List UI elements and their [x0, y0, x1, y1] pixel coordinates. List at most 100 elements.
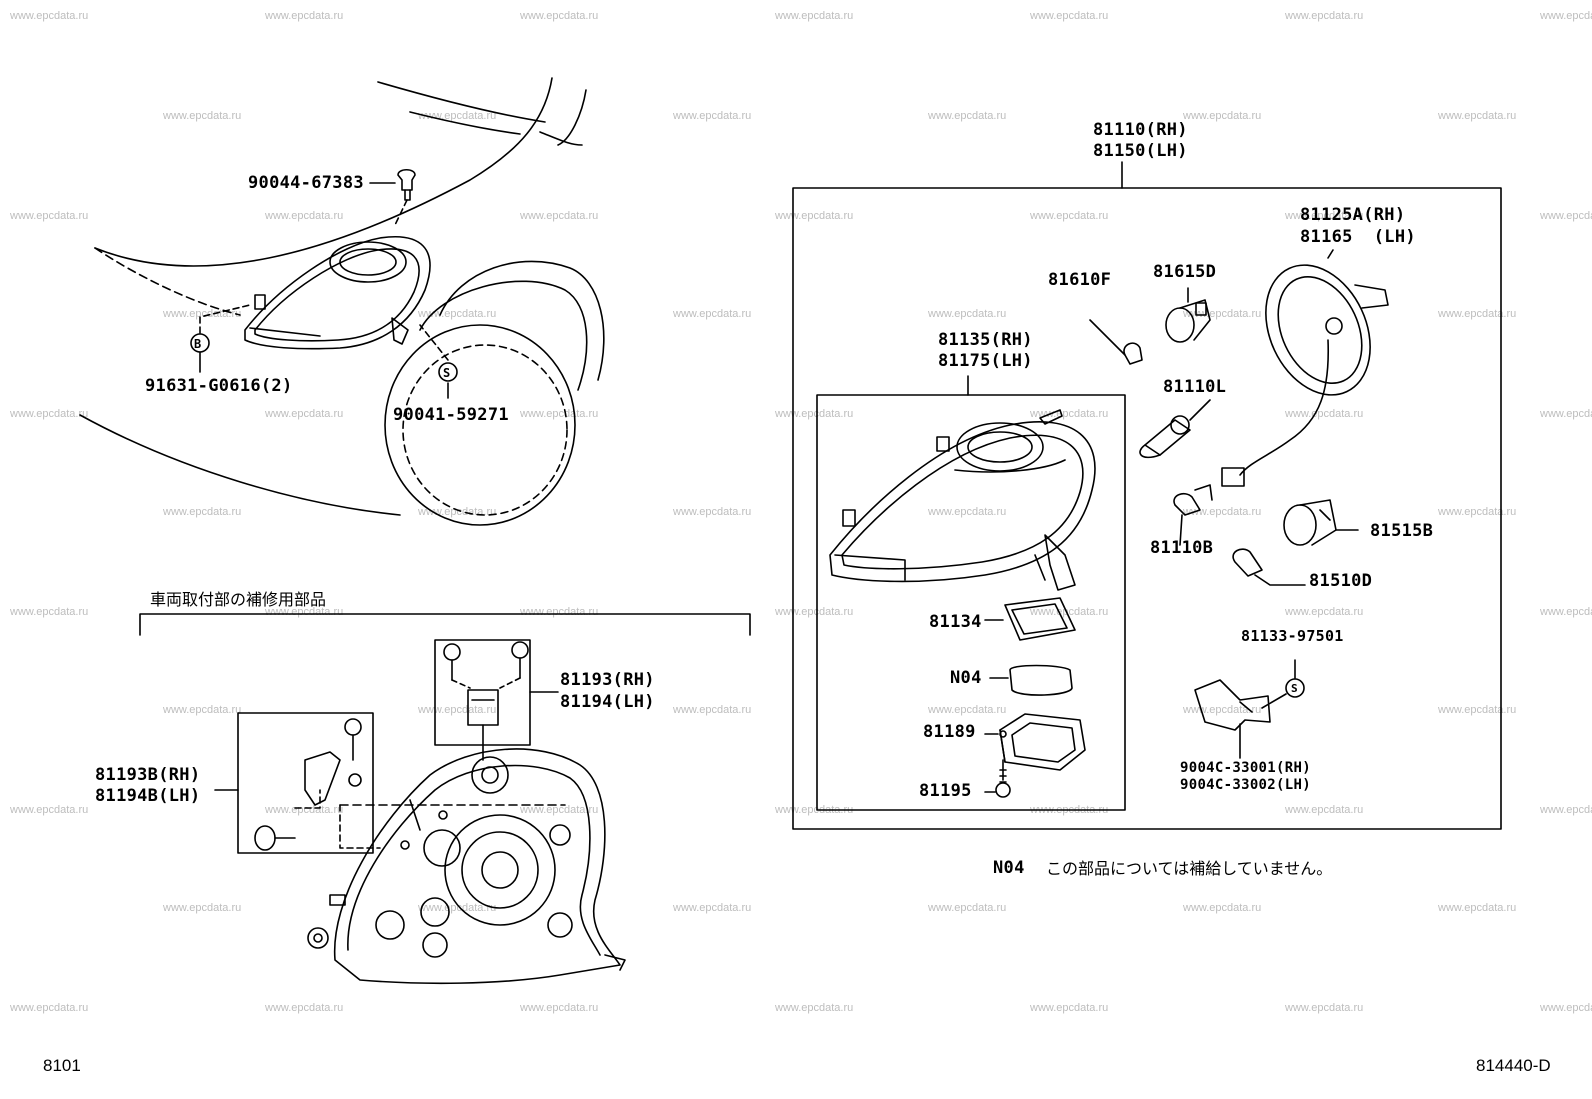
label-91631-g0616: 91631-G0616(2): [145, 376, 293, 396]
headlamp-assembly-box: [792, 161, 1502, 830]
watermark-text: www.epcdata.ru: [673, 110, 752, 122]
watermark-text: www.epcdata.ru: [265, 804, 344, 816]
label-81125a-rh: 81125A(RH): [1300, 205, 1406, 225]
label-9004c-33002-lh: 9004C-33002(LH): [1180, 777, 1311, 793]
page-number-left: 8101: [43, 1056, 81, 1075]
symbol-b: B: [194, 337, 202, 351]
watermark-text: www.epcdata.ru: [1030, 408, 1109, 420]
label-81189: 81189: [923, 722, 976, 742]
watermark-text: www.epcdata.ru: [10, 10, 89, 22]
page-number-right: 814440-D: [1476, 1056, 1551, 1075]
label-81193b-rh: 81193B(RH): [95, 765, 201, 785]
watermark-text: www.epcdata.ru: [673, 704, 752, 716]
label-81193-rh: 81193(RH): [560, 670, 655, 690]
label-81610f: 81610F: [1048, 270, 1112, 290]
watermark-text: www.epcdata.ru: [1285, 1002, 1364, 1014]
watermark-text: www.epcdata.ru: [10, 408, 89, 420]
label-81110-rh: 81110(RH): [1093, 120, 1188, 140]
label-81194b-lh: 81194B(LH): [95, 786, 201, 806]
watermark-text: www.epcdata.ru: [418, 704, 497, 716]
label-90044-67383: 90044-67383: [248, 173, 364, 193]
watermark-text: www.epcdata.ru: [928, 110, 1007, 122]
watermark-text: www.epcdata.ru: [673, 308, 752, 320]
label-90041-59271: 90041-59271: [393, 405, 509, 425]
watermark-text: www.epcdata.ru: [520, 210, 599, 222]
watermark-text: www.epcdata.ru: [10, 606, 89, 618]
bracket-repair-title: 車両取付部の補修用部品: [150, 590, 327, 609]
symbol-s-bracket: S: [1291, 682, 1298, 695]
note-code: N04: [993, 858, 1025, 878]
watermark-text: www.epcdata.ru: [1540, 606, 1592, 618]
watermark-text: www.epcdata.ru: [10, 804, 89, 816]
watermark-text: www.epcdata.ru: [1183, 902, 1262, 914]
watermark-text: www.epcdata.ru: [1030, 10, 1109, 22]
label-81110b: 81110B: [1150, 538, 1214, 558]
watermark-text: www.epcdata.ru: [1183, 506, 1262, 518]
label-81165-lh: 81165 (LH): [1300, 227, 1416, 247]
watermark-text: www.epcdata.ru: [775, 408, 854, 420]
watermark-text: www.epcdata.ru: [1030, 606, 1109, 618]
label-81510d: 81510D: [1309, 571, 1373, 591]
watermark-text: www.epcdata.ru: [1438, 506, 1517, 518]
watermark-text: www.epcdata.ru: [520, 10, 599, 22]
label-81135-rh: 81135(RH): [938, 330, 1033, 350]
watermark-text: www.epcdata.ru: [418, 308, 497, 320]
label-81175-lh: 81175(LH): [938, 351, 1033, 371]
label-81134: 81134: [929, 612, 982, 632]
watermark-text: www.epcdata.ru: [928, 902, 1007, 914]
watermark-text: www.epcdata.ru: [775, 606, 854, 618]
label-81194-lh: 81194(LH): [560, 692, 655, 712]
watermark-text: www.epcdata.ru: [10, 210, 89, 222]
symbol-s: S: [443, 366, 451, 380]
watermark-text: www.epcdata.ru: [265, 606, 344, 618]
watermark-text: www.epcdata.ru: [163, 308, 242, 320]
watermark-text: www.epcdata.ru: [265, 1002, 344, 1014]
watermark-text: www.epcdata.ru: [1438, 110, 1517, 122]
watermark-text: www.epcdata.ru: [163, 704, 242, 716]
vehicle-front-view: [79, 77, 605, 526]
bulbs-and-sockets: [1089, 249, 1389, 759]
label-n04: N04: [950, 668, 982, 688]
watermark-text: www.epcdata.ru: [1030, 1002, 1109, 1014]
watermark-text: www.epcdata.ru: [775, 1002, 854, 1014]
watermark-text: www.epcdata.ru: [418, 902, 497, 914]
bracket-repair-drawing: [139, 613, 751, 985]
watermark-text: www.epcdata.ru: [265, 210, 344, 222]
watermark-text: www.epcdata.ru: [1285, 408, 1364, 420]
watermark-text: www.epcdata.ru: [163, 902, 242, 914]
label-81515b: 81515B: [1370, 521, 1434, 541]
watermark-text: www.epcdata.ru: [673, 506, 752, 518]
watermark-text: www.epcdata.ru: [928, 704, 1007, 716]
watermark-text: www.epcdata.ru: [265, 408, 344, 420]
watermark-text: www.epcdata.ru: [1183, 308, 1262, 320]
watermark-text: www.epcdata.ru: [163, 110, 242, 122]
headlamp-unit-drawing: [829, 409, 1096, 798]
label-81195: 81195: [919, 781, 972, 801]
watermark-text: www.epcdata.ru: [520, 1002, 599, 1014]
label-81615d: 81615D: [1153, 262, 1217, 282]
watermark-text: www.epcdata.ru: [520, 606, 599, 618]
watermark-text: www.epcdata.ru: [10, 1002, 89, 1014]
watermark-text: www.epcdata.ru: [1285, 210, 1364, 222]
watermark-text: www.epcdata.ru: [673, 902, 752, 914]
watermark-text: www.epcdata.ru: [775, 10, 854, 22]
watermark-text: www.epcdata.ru: [1285, 804, 1364, 816]
watermark-text: www.epcdata.ru: [1540, 408, 1592, 420]
watermark-text: www.epcdata.ru: [1540, 10, 1592, 22]
note-text: この部品については補給していません。: [1046, 859, 1333, 878]
label-9004c-33001-rh: 9004C-33001(RH): [1180, 760, 1311, 776]
watermark-text: www.epcdata.ru: [265, 10, 344, 22]
watermark-text: www.epcdata.ru: [1285, 10, 1364, 22]
label-81133-97501: 81133-97501: [1241, 627, 1344, 645]
watermark-text: www.epcdata.ru: [775, 210, 854, 222]
watermark-text: www.epcdata.ru: [1285, 606, 1364, 618]
watermark-text: www.epcdata.ru: [1540, 804, 1592, 816]
watermark-text: www.epcdata.ru: [163, 506, 242, 518]
watermark-text: www.epcdata.ru: [1438, 704, 1517, 716]
watermark-text: www.epcdata.ru: [520, 804, 599, 816]
watermark-text: www.epcdata.ru: [928, 308, 1007, 320]
watermark-text: www.epcdata.ru: [1438, 902, 1517, 914]
watermark-text: www.epcdata.ru: [520, 408, 599, 420]
label-81150-lh: 81150(LH): [1093, 141, 1188, 161]
